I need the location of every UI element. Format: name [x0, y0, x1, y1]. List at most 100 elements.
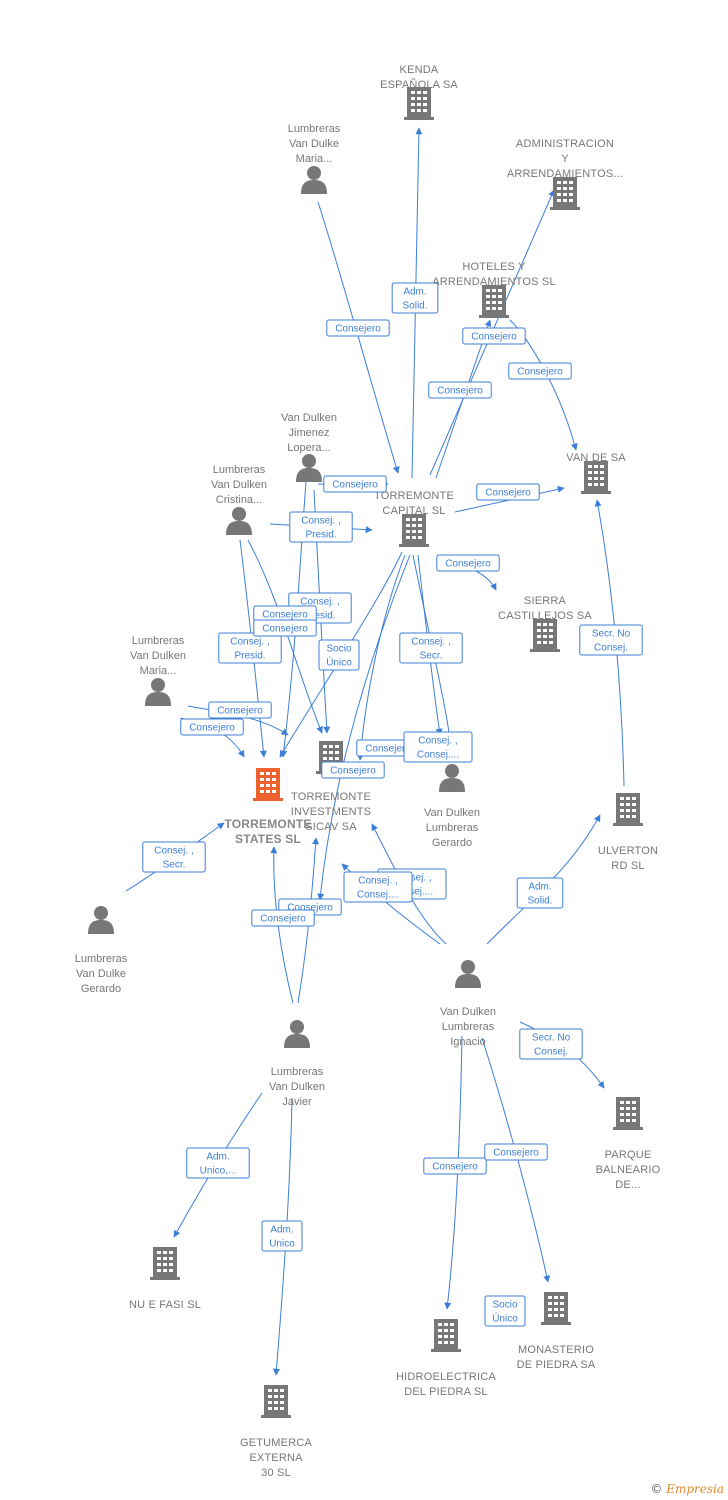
building-icon — [150, 1247, 180, 1280]
company-node[interactable]: NU E FASI SL — [129, 1247, 201, 1311]
edge-label[interactable]: Adm. Solid. — [391, 282, 439, 314]
node-label: CASTILLEJOS SA — [498, 610, 592, 622]
edge-label[interactable]: Consejero — [436, 554, 500, 572]
edge-label-box — [399, 632, 463, 664]
edge-label[interactable]: Adm.Unico,... — [186, 1147, 250, 1179]
edge-label[interactable]: Consej. ,Consej.... — [343, 871, 413, 903]
person-node[interactable]: Van DulkenJimenezLopera... — [281, 412, 337, 482]
edge-line — [412, 554, 453, 741]
edge-label[interactable]: Consejero — [423, 1157, 487, 1175]
edge-label-box — [180, 718, 244, 736]
person-icon — [226, 507, 252, 535]
edge-label[interactable]: Consejero — [476, 483, 540, 501]
node-label: BALNEARIO — [596, 1164, 661, 1176]
edge-label-box — [428, 381, 492, 399]
company-node[interactable]: VAN DE SA — [566, 452, 626, 494]
edge-label-text: Adm. — [403, 287, 426, 298]
edge-label[interactable]: Consejero — [508, 362, 572, 380]
edge-label[interactable]: Adm.Solid. — [516, 877, 564, 909]
node-label: SICAV SA — [305, 821, 357, 833]
node-label: Van Dulken — [269, 1081, 325, 1093]
edge-label[interactable]: Consejero — [462, 327, 526, 345]
edge-label[interactable]: Consejero — [208, 701, 272, 719]
edge-label-box — [462, 327, 526, 345]
footer-brand: © Empresia — [650, 1482, 724, 1496]
company-node[interactable]: ADMINISTRACIONYARRENDAMIENTOS... — [507, 138, 623, 210]
edge-label-box — [516, 877, 564, 909]
edge-label[interactable]: Consej. ,Presid. — [289, 511, 353, 543]
node-label: EXTERNA — [249, 1452, 303, 1464]
edge-label-text: Presid. — [304, 611, 335, 622]
node-label: Gerardo — [81, 983, 121, 995]
edge-label[interactable]: Consejero — [323, 475, 387, 493]
edge-label-text: Consej. , — [301, 516, 340, 527]
edge-label[interactable]: Consejero — [321, 761, 385, 779]
edge-label-box — [423, 1157, 487, 1175]
edge-line — [270, 846, 294, 1004]
person-icon — [88, 906, 114, 934]
edge-label-text: Consej. — [534, 1047, 568, 1058]
edge-label-text: Solid. — [402, 301, 427, 312]
edge-label[interactable]: Adm.Unico — [261, 1220, 303, 1252]
node-label: MONASTERIO — [518, 1344, 594, 1356]
edge-label-box — [321, 761, 385, 779]
company-node[interactable]: PARQUEBALNEARIODE... — [596, 1097, 661, 1191]
node-label: Van Dulken — [281, 412, 337, 424]
edge-label-box — [289, 511, 353, 543]
edge-label[interactable]: Consej. ,Secr. — [142, 841, 206, 873]
node-label: Lumbreras — [132, 635, 185, 647]
edge-label[interactable]: Consejero — [484, 1143, 548, 1161]
edge-label[interactable]: Consej. ,Presid. — [218, 632, 282, 664]
edge-line — [247, 539, 323, 734]
edge-label[interactable]: Consejero — [251, 909, 315, 927]
edge-label-box — [318, 639, 360, 671]
edge-label[interactable]: Consejero — [253, 605, 317, 623]
edge-label-text: Consejero — [189, 723, 235, 734]
copyright-symbol: © — [650, 1482, 663, 1496]
edge-label-text: Consejero — [432, 1162, 478, 1173]
edge-label[interactable]: Consejero — [428, 381, 492, 399]
node-label: Maria... — [140, 665, 177, 677]
edge-label[interactable]: Consejero — [180, 718, 244, 736]
node-label: Gerardo — [432, 837, 472, 849]
node-label: Van Dulke — [76, 968, 126, 980]
node-label: ESPAÑOLA SA — [380, 78, 458, 91]
edge-label[interactable]: Consej. ,Secr. — [399, 632, 463, 664]
building-icon — [431, 1319, 461, 1352]
node-label: ARRENDAMIENTOS SL — [432, 276, 556, 288]
edge-label-box — [579, 624, 643, 656]
edge-label[interactable]: Consejero — [326, 319, 390, 337]
edge-label-text: Secr. — [163, 860, 186, 871]
node-label: Lumbreras — [75, 953, 128, 965]
edge-label[interactable]: Consej. ,Consej.... — [403, 731, 473, 763]
edge-label-text: Consejero — [335, 324, 381, 335]
edge-label-text: Consej. , — [411, 637, 450, 648]
edge-label-text: Consejero — [260, 914, 306, 925]
node-label: Lumbreras — [271, 1066, 324, 1078]
building-icon — [253, 768, 283, 801]
edge-label-text: Presid. — [234, 651, 265, 662]
edge-label[interactable]: Consejero — [253, 619, 317, 637]
